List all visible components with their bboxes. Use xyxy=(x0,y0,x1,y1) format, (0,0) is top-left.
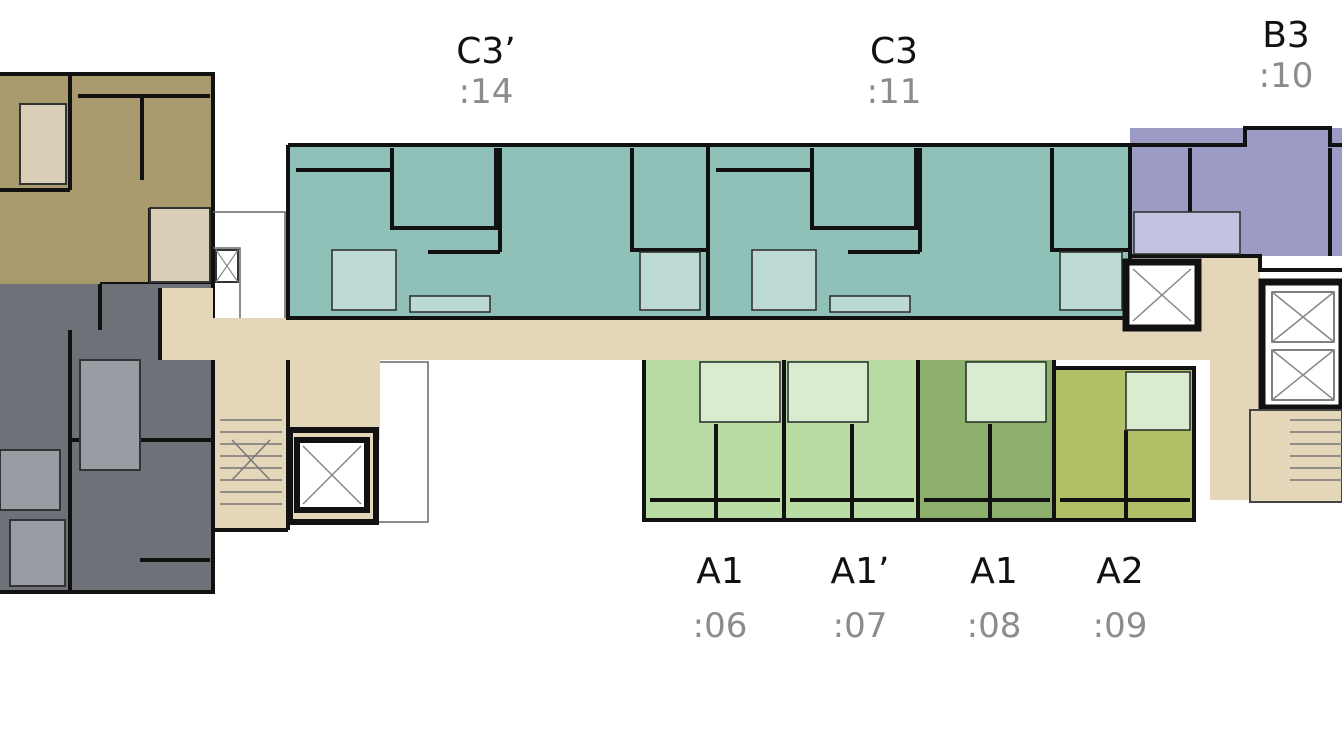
unit-label-b3: B3 :10 xyxy=(1226,15,1342,97)
a-block-walls xyxy=(642,360,1196,522)
unit-number-label: :14 xyxy=(458,72,514,112)
small-shaft-cross xyxy=(215,249,239,283)
unit-type-label: A1 xyxy=(696,551,744,592)
lift-cross-left xyxy=(302,445,362,505)
unit-type-label: A1’ xyxy=(830,551,890,592)
unit-type-label: B3 xyxy=(1262,15,1310,56)
unit-type-label: A2 xyxy=(1096,551,1144,592)
tan-kitchen-block xyxy=(149,207,211,283)
unit-number-label: :08 xyxy=(966,606,1022,646)
outline-walls xyxy=(213,211,429,523)
a-block-baths xyxy=(699,361,1191,431)
unit-label-c3-prime: C3’ :14 xyxy=(426,31,546,113)
unit-number-label: :10 xyxy=(1258,56,1314,96)
unit-type-label: C3 xyxy=(869,31,919,72)
stair-right-treads xyxy=(1290,419,1342,481)
stair-treads xyxy=(220,419,282,505)
c-block-fixtures xyxy=(331,249,1123,313)
unit-type-label: C3’ xyxy=(456,31,516,72)
lift-cross-right-2 xyxy=(1271,291,1335,401)
stair-right xyxy=(1249,409,1342,503)
gray-bath-block xyxy=(79,359,141,471)
unit-number-label: :09 xyxy=(1092,606,1148,646)
unit-label-a2-09: A2 :09 xyxy=(1060,551,1180,647)
lift-frame-left xyxy=(287,427,379,525)
unit-label-a1-06: A1 :06 xyxy=(660,551,780,647)
unit-number-label: :11 xyxy=(866,72,922,112)
tan-bath-block xyxy=(19,103,67,185)
b3-walls xyxy=(1128,126,1342,272)
unit-number-label: :06 xyxy=(692,606,748,646)
gray-bath-block-2 xyxy=(0,449,61,511)
corridor xyxy=(160,258,1260,530)
gray-kitchen-block xyxy=(9,519,66,587)
b3-bath-block xyxy=(1133,211,1241,255)
lift-cross-right-1 xyxy=(1132,268,1192,322)
unit-label-c3: C3 :11 xyxy=(834,31,954,113)
stair-landing xyxy=(213,380,288,530)
unit-type-label: A1 xyxy=(970,551,1018,592)
unit-label-a1-08: A1 :08 xyxy=(934,551,1054,647)
unit-number-label: :07 xyxy=(832,606,888,646)
unit-label-a1-prime-07: A1’ :07 xyxy=(800,551,920,647)
